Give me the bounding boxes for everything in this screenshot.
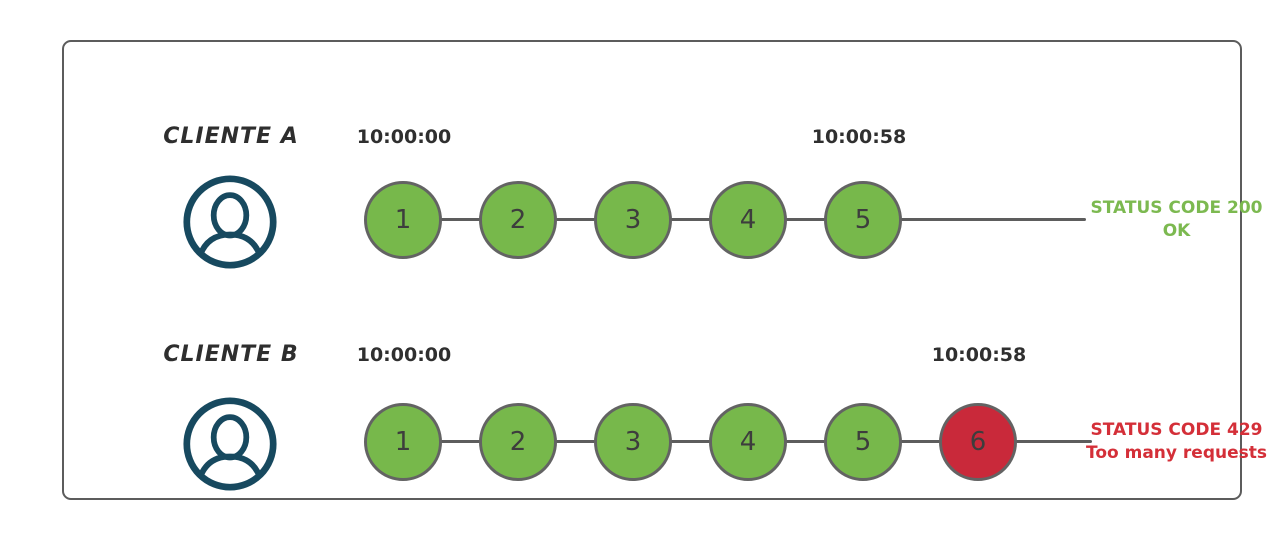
- request-circle-5: 5: [824, 181, 902, 259]
- status-message: OK: [1162, 221, 1191, 241]
- end-timestamp: 10:00:58: [931, 344, 1027, 366]
- status-message: Too many requests: [1086, 443, 1267, 463]
- request-circle-1: 1: [364, 181, 442, 259]
- user-avatar-icon: [182, 396, 278, 492]
- end-timestamp: 10:00:58: [811, 126, 907, 148]
- client-b-label: CLIENTE B: [163, 342, 299, 367]
- request-circle-4: 4: [709, 181, 787, 259]
- request-circle-2: 2: [479, 403, 557, 481]
- start-timestamp: 10:00:00: [356, 126, 452, 148]
- user-avatar-icon: [182, 174, 278, 270]
- status-code-line: STATUS CODE 429: [1090, 420, 1263, 440]
- status-text: STATUS CODE 200 OK: [1079, 197, 1274, 243]
- request-circle-4: 4: [709, 403, 787, 481]
- client-a-label: CLIENTE A: [163, 124, 299, 149]
- request-circle-3: 3: [594, 403, 672, 481]
- status-code-line: STATUS CODE 200: [1090, 198, 1263, 218]
- request-circle-3: 3: [594, 181, 672, 259]
- start-timestamp: 10:00:00: [356, 344, 452, 366]
- request-circle-6: 6: [939, 403, 1017, 481]
- request-circle-2: 2: [479, 181, 557, 259]
- request-circle-1: 1: [364, 403, 442, 481]
- status-text: STATUS CODE 429 Too many requests: [1079, 419, 1274, 465]
- request-circle-5: 5: [824, 403, 902, 481]
